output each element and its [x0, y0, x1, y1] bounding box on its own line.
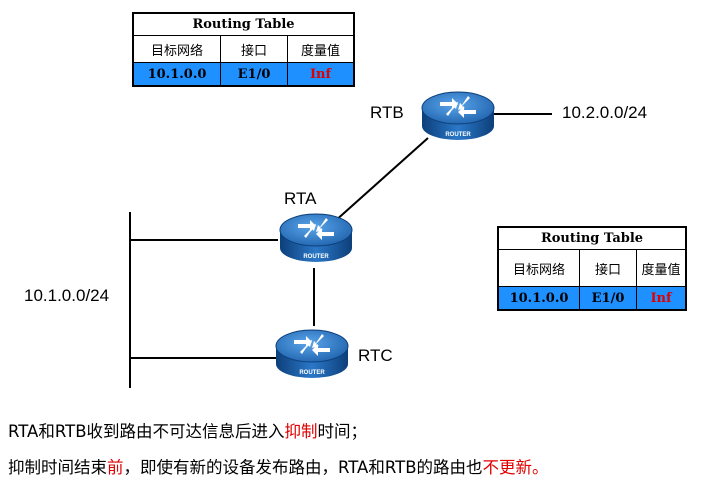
- cell-metric: Inf: [636, 286, 687, 311]
- caption-text: 抑制时间结束: [8, 458, 107, 477]
- table-title: Routing Table: [497, 226, 687, 250]
- label-network-left: 10.1.0.0/24: [24, 286, 110, 305]
- cell-destination: 10.1.0.0: [132, 62, 221, 87]
- router-rtb: ROUTER: [418, 82, 498, 150]
- col-interface: 接口: [579, 249, 637, 287]
- router-badge: ROUTER: [445, 132, 471, 138]
- table-row: 10.1.0.0 E1/0 Inf: [497, 286, 687, 311]
- col-interface: 接口: [220, 35, 288, 63]
- router-badge: ROUTER: [303, 254, 329, 260]
- label-rtb: RTB: [370, 103, 404, 122]
- cell-metric: Inf: [287, 62, 355, 87]
- routing-table-top: Routing Table 目标网络 接口 度量值 10.1.0.0 E1/0 …: [132, 12, 355, 87]
- router-icon: ROUTER: [279, 213, 353, 262]
- label-rtc: RTC: [358, 346, 393, 365]
- router-rta: ROUTER: [276, 204, 356, 272]
- routing-table-right: Routing Table 目标网络 接口 度量值 10.1.0.0 E1/0 …: [497, 226, 687, 311]
- label-network-right: 10.2.0.0/24: [562, 103, 648, 122]
- caption-text: 时间；: [317, 422, 368, 441]
- col-metric: 度量值: [636, 249, 687, 287]
- router-icon: ROUTER: [275, 329, 349, 378]
- router-rtc: ROUTER: [272, 320, 352, 388]
- router-badge: ROUTER: [299, 370, 325, 376]
- caption-text: RTA和RTB收到路由不可达信息后进入: [8, 422, 285, 441]
- caption-highlight: 前: [107, 458, 124, 477]
- caption-line-1: RTA和RTB收到路由不可达信息后进入抑制时间；: [8, 418, 367, 442]
- table-row: 10.1.0.0 E1/0 Inf: [132, 62, 355, 87]
- link-rta-rtb: [333, 137, 429, 223]
- caption-text: ，即使有新的设备发布路由，RTA和RTB的路由也: [123, 458, 483, 477]
- caption-highlight: 不更新。: [482, 458, 549, 477]
- caption-highlight: 抑制: [284, 422, 318, 441]
- col-destination: 目标网络: [497, 249, 580, 287]
- col-destination: 目标网络: [132, 35, 221, 63]
- table-title: Routing Table: [132, 12, 355, 36]
- col-metric: 度量值: [287, 35, 355, 63]
- caption-line-2: 抑制时间结束前，即使有新的设备发布路由，RTA和RTB的路由也不更新。: [8, 454, 549, 478]
- cell-destination: 10.1.0.0: [497, 286, 580, 311]
- router-icon: ROUTER: [421, 91, 495, 140]
- cell-interface: E1/0: [220, 62, 288, 87]
- cell-interface: E1/0: [579, 286, 637, 311]
- label-rta: RTA: [284, 189, 317, 208]
